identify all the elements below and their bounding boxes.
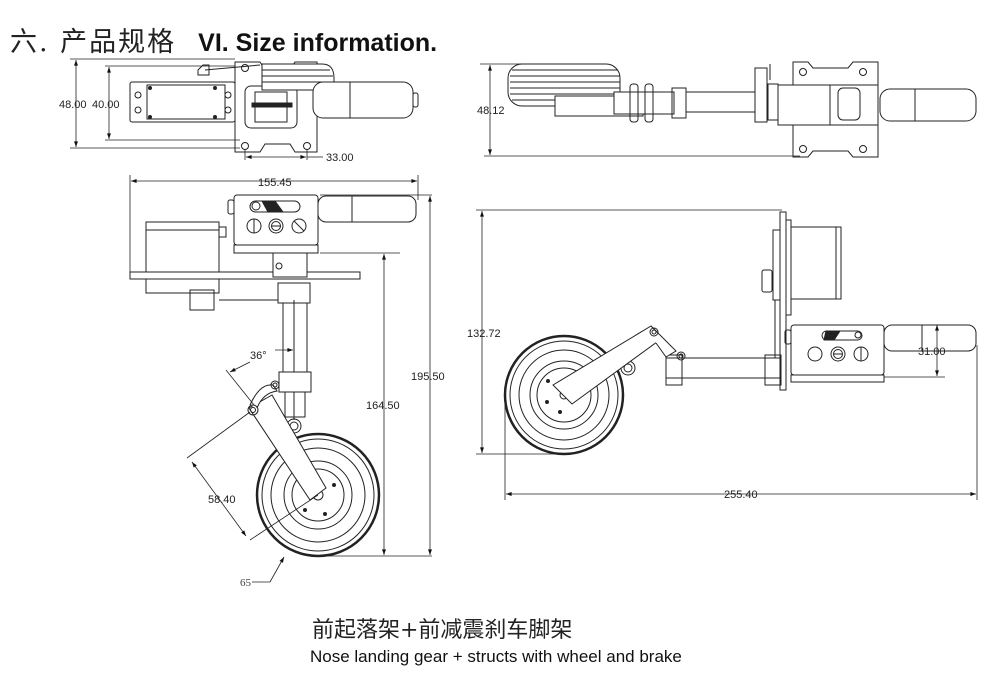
page-title: 六. 产品规格 VI. Size information. <box>10 20 438 58</box>
dim-top-width-48: 48.00 <box>59 99 87 111</box>
dim-rear-height-48-12: 48.12 <box>477 105 505 117</box>
dim-top-width-40: 40.00 <box>92 99 120 111</box>
top-view <box>129 61 419 153</box>
dim-front-arm-58-40: 58.40 <box>208 494 236 506</box>
rear-view <box>507 61 977 158</box>
front-view <box>129 194 417 558</box>
dim-front-height-195-50: 195.50 <box>411 371 445 383</box>
dim-front-wheel-65: 65 <box>240 577 252 589</box>
dim-side-height-132-72: 132.72 <box>467 328 501 340</box>
side-view-dimensions <box>476 209 978 500</box>
title-chinese: 六. 产品规格 <box>10 27 177 58</box>
caption-english: Nose landing gear + structs with wheel a… <box>310 647 682 666</box>
top-view-dimensions <box>70 58 323 160</box>
dim-side-cylinder-31: 31.00 <box>918 346 946 358</box>
dim-front-width-155-45: 155.45 <box>258 177 292 189</box>
dim-front-height-164-50: 164.50 <box>366 400 400 412</box>
caption-chinese: 前起落架+前减震刹车脚架 <box>312 618 573 643</box>
title-english: VI. Size information. <box>198 29 438 57</box>
front-view-dimensions <box>129 175 432 583</box>
dim-top-holes-33: 33.00 <box>326 152 354 164</box>
rear-view-dimensions <box>480 63 800 157</box>
dim-front-angle-36: 36° <box>250 350 267 362</box>
side-view <box>503 211 977 456</box>
dim-side-length-255-40: 255.40 <box>724 489 758 501</box>
